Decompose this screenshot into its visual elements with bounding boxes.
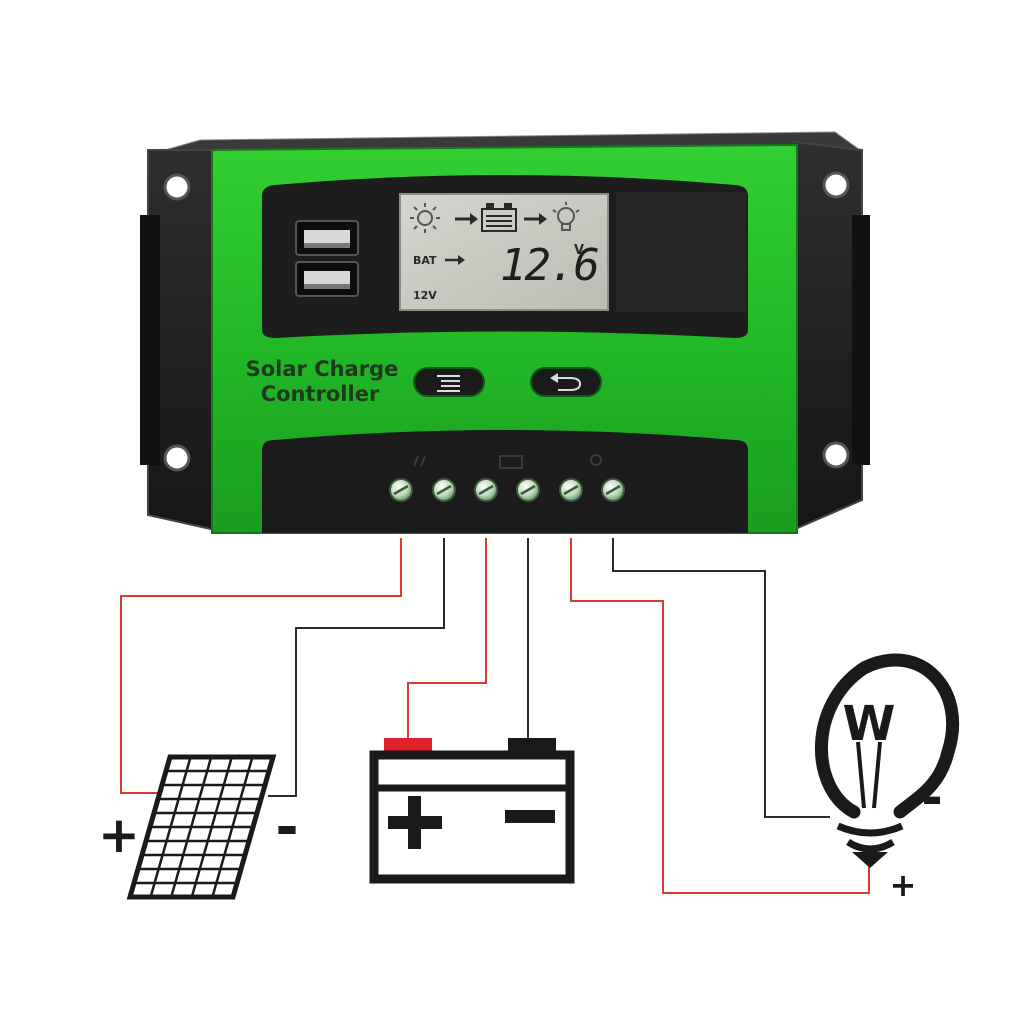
terminal-block [262,430,748,533]
terminal-screws [389,478,625,502]
lcd-voltage-value: 12.6 [500,240,598,291]
solar-panel-plus-sign: + [98,806,140,864]
lamp-load-icon: W [814,653,960,868]
left-bottom-mount-hole [163,444,191,472]
arrow-right-icon [455,213,478,225]
right-top-mount-hole [822,171,850,199]
lamp-w-symbol: W [843,696,896,752]
arrow-right-icon [524,213,547,225]
battery-positive-wire [407,538,487,740]
panel-negative-wire [268,538,445,797]
return-arrow-icon [550,373,582,391]
lcd-voltage-unit: V [574,243,584,258]
panel-positive-wire [120,538,402,794]
lamp-minus-sign: - [921,768,943,828]
usb-port-1[interactable] [295,220,359,256]
controller-housing: BAT 12.6 V 12V Solar Charge Controller [140,131,870,534]
load-negative-wire [612,538,830,818]
lamp-plus-sign: + [890,866,917,904]
product-title-line2: Controller [261,382,380,406]
battery-minus-symbol [505,810,555,823]
left-mounting-wing [140,149,216,532]
load-positive-wire [570,538,870,894]
menu-lines-icon [437,375,460,392]
terminal-screw-5[interactable] [559,478,583,502]
usb-port-2[interactable] [295,261,359,297]
product-title: Solar Charge Controller [246,357,399,406]
left-top-mount-hole [163,173,191,201]
lcd-screen: BAT 12.6 V 12V [399,193,609,311]
lcd-system-voltage: 12V [413,289,437,302]
terminal-screw-6[interactable] [601,478,625,502]
battery-plus-symbol [388,796,442,849]
wiring [120,538,870,894]
terminal-symbols [413,454,602,469]
product-title-line1: Solar Charge [246,357,399,381]
right-mounting-wing [792,140,870,532]
light-bulb-icon [552,202,580,231]
battery-diagram-icon [369,738,575,884]
menu-button[interactable] [413,367,485,397]
battery-icon [481,203,517,232]
terminal-screw-2[interactable] [432,478,456,502]
terminal-screw-3[interactable] [474,478,498,502]
dark-tinted-window [616,192,746,312]
sun-icon [410,203,440,233]
terminal-screw-4[interactable] [516,478,540,502]
right-bottom-mount-hole [822,441,850,469]
solar-panel-icon [126,754,277,900]
back-button[interactable] [530,367,602,397]
solar-panel-minus-sign: - [275,795,298,860]
arrow-right-icon [445,255,465,265]
terminal-screw-1[interactable] [389,478,413,502]
lcd-bat-label: BAT [413,254,437,267]
